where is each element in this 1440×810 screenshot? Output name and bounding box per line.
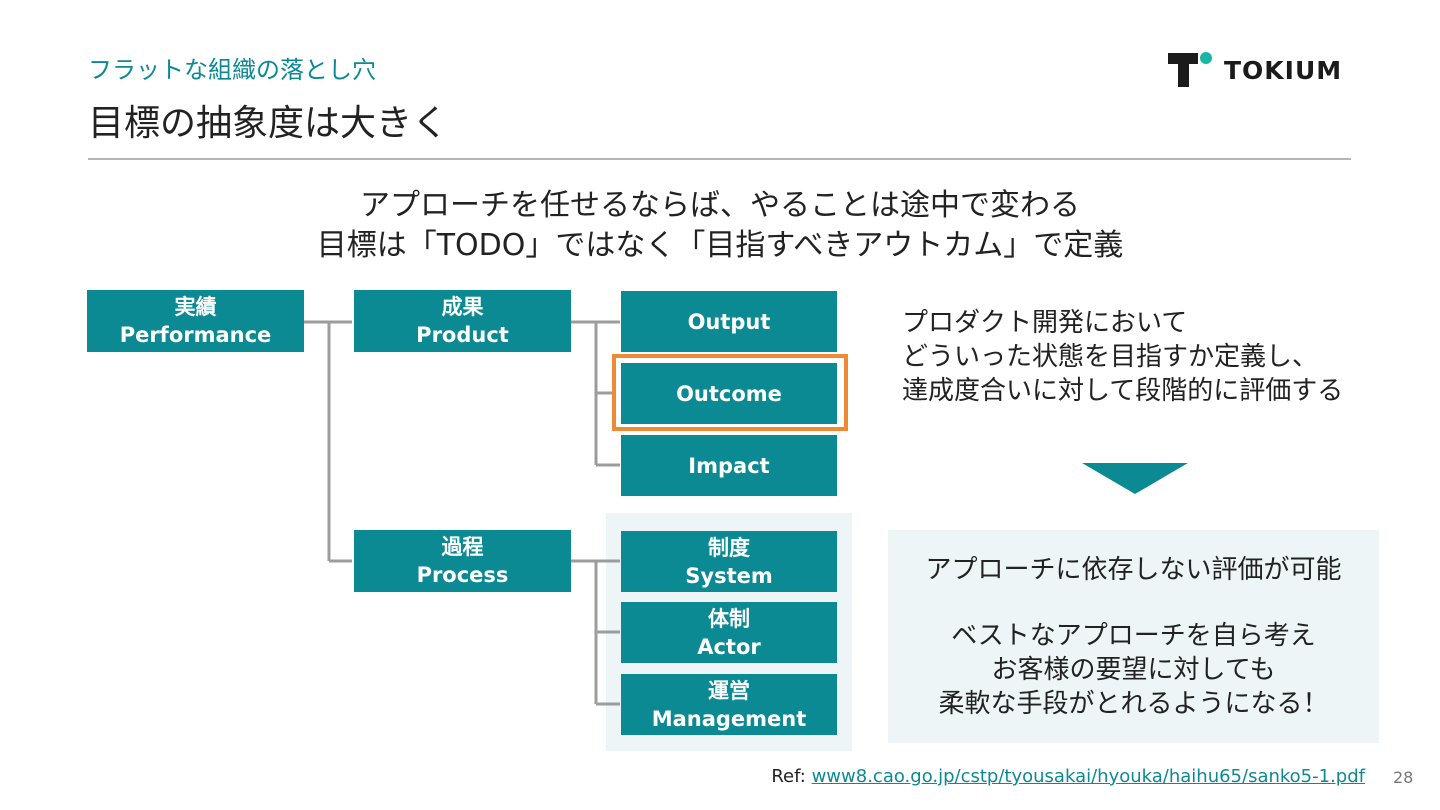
impact-node: Impact [621, 435, 837, 496]
reference-link[interactable]: www8.cao.go.jp/cstp/tyousakai/hyouka/hai… [811, 766, 1365, 787]
slide-title: 目標の抽象度は大きく [88, 103, 449, 144]
management-node: 運営 Management [621, 674, 837, 735]
output-label: Output [687, 309, 771, 334]
process-ja: 過程 [441, 535, 484, 559]
outcome-highlight-frame [612, 354, 848, 431]
result-panel: アプローチに依存しない評価が可能 ベストなアプローチを自ら考え お客様の要望に対… [888, 530, 1379, 743]
title-divider [88, 158, 1351, 160]
process-node: 過程 Process [354, 530, 571, 592]
system-node: 制度 System [621, 531, 837, 592]
actor-node: 体制 Actor [621, 602, 837, 663]
outcome-node: Outcome [621, 363, 837, 424]
result-line-3: お客様の要望に対しても [991, 654, 1276, 685]
performance-node: 実績 Performance [87, 290, 304, 352]
reference: Ref: www8.cao.go.jp/cstp/tyousakai/hyouk… [771, 766, 1365, 787]
lead-line-2: 目標は「TODO」ではなく「目指すべきアウトカム」で定義 [316, 228, 1124, 263]
down-arrow-icon [1082, 463, 1188, 494]
reference-label: Ref: [771, 766, 812, 787]
result-line-1: アプローチに依存しない評価が可能 [925, 554, 1342, 585]
explanation-text: プロダクト開発において どういった状態を目指すか定義し、 達成度合いに対して段階… [902, 306, 1343, 408]
management-ja: 運営 [708, 678, 750, 703]
actor-ja: 体制 [708, 606, 750, 631]
result-line-4: 柔軟な手段がとれるようになる！ [938, 688, 1329, 719]
actor-en: Actor [697, 634, 761, 659]
lead-line-1: アプローチを任せるならば、やることは途中で変わる [360, 188, 1080, 223]
explanation-line-2: どういった状態を目指すか定義し、 [902, 342, 1319, 372]
output-node: Output [621, 291, 837, 352]
performance-en: Performance [119, 323, 272, 347]
process-en: Process [416, 563, 509, 587]
system-en: System [685, 563, 773, 588]
section-title: フラットな組織の落とし穴 [88, 56, 376, 84]
product-ja: 成果 [441, 295, 484, 319]
system-ja: 制度 [708, 535, 750, 560]
result-line-2: ベストなアプローチを自ら考え [951, 620, 1316, 651]
lead-statement: アプローチを任せるならば、やることは途中で変わる 目標は「TODO」ではなく「目… [0, 186, 1440, 266]
explanation-line-3: 達成度合いに対して段階的に評価する [902, 376, 1344, 406]
performance-ja: 実績 [174, 295, 217, 319]
outcome-label: Outcome [676, 381, 782, 406]
tokium-logo-icon [1168, 52, 1212, 87]
explanation-line-1: プロダクト開発において [902, 308, 1188, 338]
tokium-logo: TOKIUM [1168, 50, 1342, 90]
management-en: Management [651, 706, 807, 731]
logo-text: TOKIUM [1224, 55, 1343, 85]
impact-label: Impact [688, 453, 770, 478]
product-node: 成果 Product [354, 290, 571, 352]
product-en: Product [416, 323, 509, 347]
page-number: 28 [1393, 768, 1414, 787]
